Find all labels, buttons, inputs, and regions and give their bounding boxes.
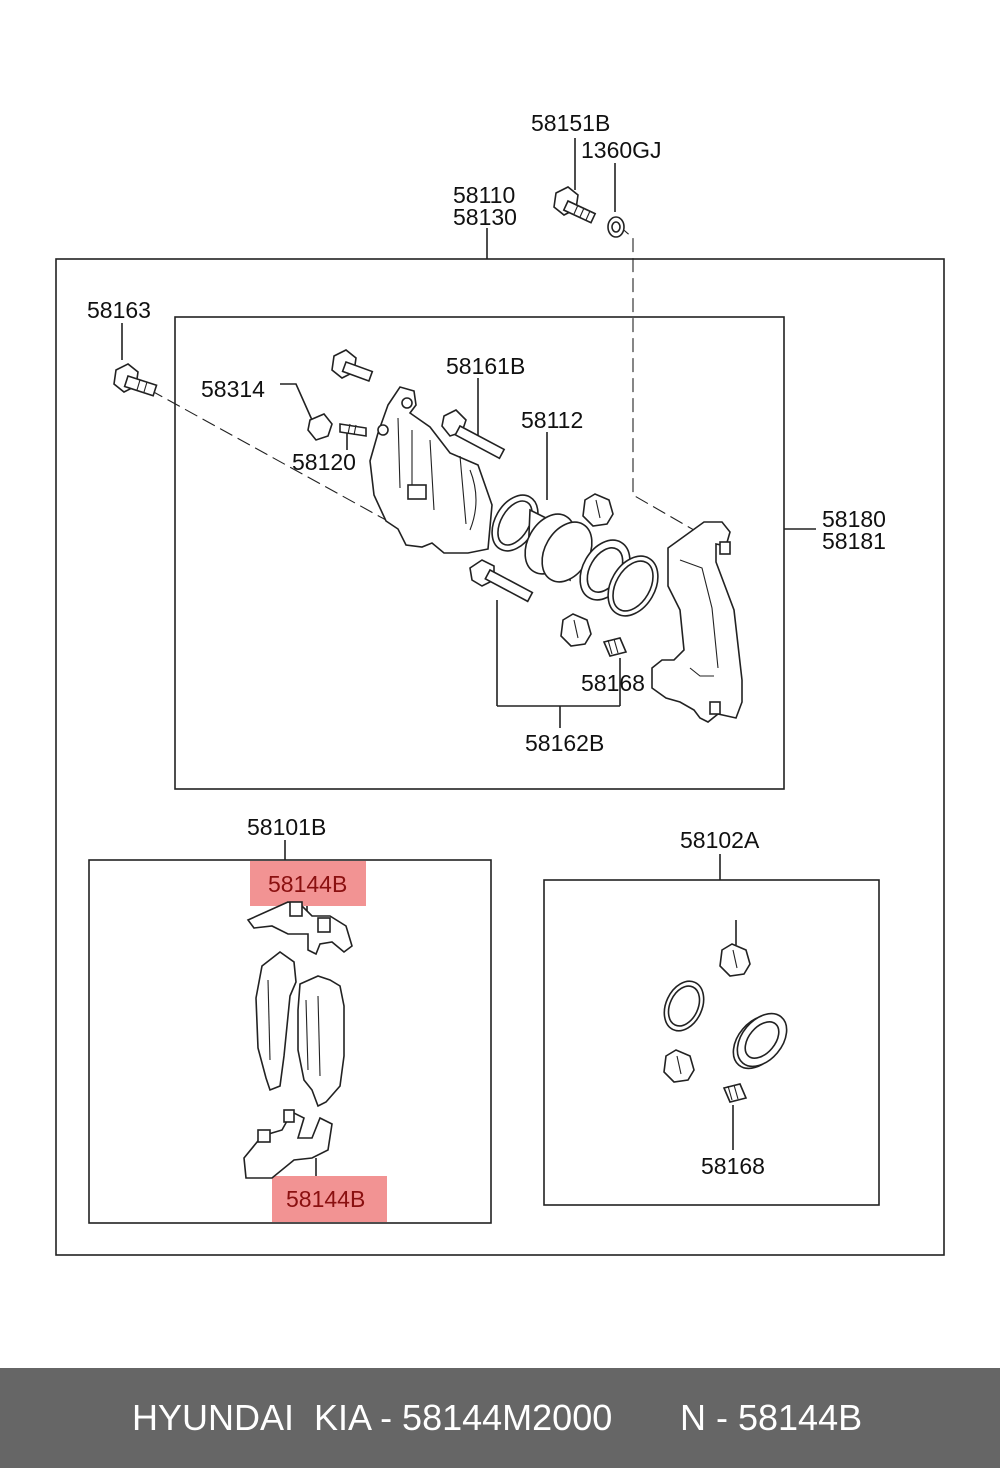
label-58144b-top: 58144B xyxy=(268,871,347,897)
spring-58168 xyxy=(602,637,628,657)
label-1360gj: 1360GJ xyxy=(581,137,662,163)
label-58161b: 58161B xyxy=(446,353,525,379)
boot-lower xyxy=(560,613,592,647)
highlight-58144b-bottom xyxy=(272,1176,387,1222)
seal-ring-kit xyxy=(663,980,705,1032)
cap-58314 xyxy=(307,413,333,441)
label-58163: 58163 xyxy=(87,297,151,323)
boot-kit-upper xyxy=(719,943,751,977)
label-58120: 58120 xyxy=(292,449,356,475)
label-58181: 58181 xyxy=(822,528,886,554)
bolt-58151b xyxy=(553,186,597,224)
piston-seal-kit xyxy=(732,1012,788,1070)
bolt-caliper-top xyxy=(331,349,374,382)
boot-kit-lower xyxy=(663,1049,695,1083)
guide-pin-58161b xyxy=(441,409,506,460)
label-58130: 58130 xyxy=(453,204,517,230)
label-58314: 58314 xyxy=(201,376,265,402)
caliper-bracket-58180 xyxy=(651,521,743,723)
piston-58112 xyxy=(491,494,659,617)
label-58168-kit: 58168 xyxy=(701,1153,765,1179)
exploded-parts-diagram: 58151B 1360GJ 58110 58130 58163 58161B 5… xyxy=(55,110,945,1256)
bolt-58163 xyxy=(113,363,158,397)
brake-pad-inner xyxy=(255,951,297,1092)
highlight-58144b-top xyxy=(250,861,366,906)
label-58180: 58180 xyxy=(822,506,886,532)
anti-rattle-clip-bottom xyxy=(243,1109,333,1179)
caliper-box xyxy=(174,316,785,790)
label-58102a: 58102A xyxy=(680,827,760,853)
anti-rattle-clip-top xyxy=(246,901,353,956)
label-58110: 58110 xyxy=(453,182,515,208)
label-58101b: 58101B xyxy=(247,814,326,840)
caliper-body xyxy=(369,386,493,554)
seal-kit-box xyxy=(543,879,880,1206)
outer-assembly-box xyxy=(55,258,945,1256)
label-58112: 58112 xyxy=(521,407,583,433)
label-58151b: 58151B xyxy=(531,110,610,136)
label-58162b: 58162B xyxy=(525,730,604,756)
footer-brand-part-number: HYUNDAI KIA - 58144M2000 xyxy=(132,1397,613,1438)
spring-kit-58168 xyxy=(722,1083,748,1103)
footer-diagram-number: N - 58144B xyxy=(680,1397,863,1438)
footer-bar: HYUNDAI KIA - 58144M2000 N - 58144B xyxy=(0,1368,1000,1468)
label-58144b-bottom: 58144B xyxy=(286,1186,365,1212)
brake-pad-outer xyxy=(297,975,345,1108)
label-58168-top: 58168 xyxy=(581,670,645,696)
bleeder-58120 xyxy=(339,423,367,437)
boot-upper xyxy=(582,493,614,527)
leader-lines xyxy=(121,138,816,1176)
guide-pin-lower xyxy=(469,559,534,603)
washer-1360gj xyxy=(607,216,625,238)
pad-kit-box xyxy=(88,859,492,1224)
